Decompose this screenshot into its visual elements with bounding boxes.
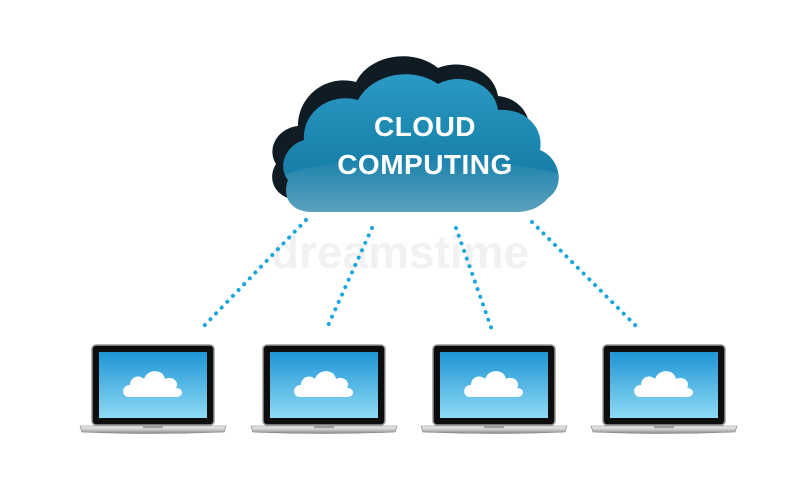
laptop-base (590, 425, 738, 434)
laptop-base (420, 425, 568, 434)
laptop-base (79, 425, 227, 434)
connector-line (200, 218, 308, 330)
laptop-row (79, 344, 738, 434)
laptop (420, 344, 568, 434)
laptop (250, 344, 398, 434)
cloud-icon (123, 371, 182, 397)
laptop-notch (654, 426, 674, 428)
cloud-title-line2: COMPUTING (337, 149, 513, 180)
laptop-notch (484, 426, 504, 428)
connector-line (324, 226, 374, 332)
laptop-base (250, 425, 398, 434)
cloud-icon (294, 371, 353, 397)
cloud-title-line1: CLOUD (374, 111, 476, 142)
connector-line (530, 220, 638, 328)
connector-line (454, 226, 494, 332)
connector-lines (200, 218, 638, 332)
cloud-graphic: CLOUD COMPUTING (272, 56, 559, 212)
laptop-notch (314, 426, 334, 428)
laptop-notch (143, 426, 163, 428)
cloud-gloss (283, 156, 559, 212)
cloud-icon (464, 371, 523, 397)
laptop (79, 344, 227, 434)
laptop (590, 344, 738, 434)
cloud-icon (634, 371, 693, 397)
watermark-text: dreamstime (271, 226, 529, 278)
